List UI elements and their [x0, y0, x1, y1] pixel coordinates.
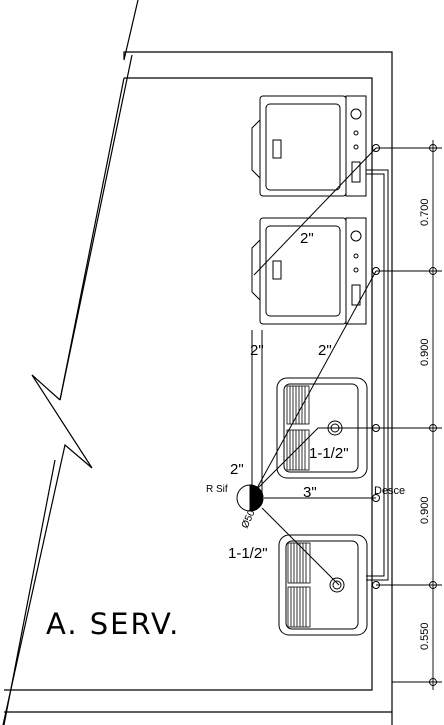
note-rsif: R Sif: [206, 484, 228, 495]
pipe-upper-diag: [253, 147, 377, 276]
stack-wall: [251, 330, 263, 510]
note-desce: Desce: [374, 485, 405, 497]
pipe-label-6: 3": [303, 484, 317, 501]
machine-lower: [251, 217, 367, 325]
tank-lower: [278, 534, 368, 636]
pipe-label-1: 2": [300, 230, 314, 247]
pipe-tank-lower: [261, 507, 340, 586]
connection-points: [372, 144, 380, 589]
stack-siphon: [236, 484, 264, 512]
room-label: A. SERV.: [46, 607, 180, 641]
pipe-mid-diag: [255, 270, 377, 491]
dimension-3: 0.900: [419, 496, 431, 524]
dimension-lines: [376, 140, 442, 690]
inner-wall: [4, 77, 373, 691]
walls: [2, 0, 393, 725]
pipe-label-2: 2": [250, 342, 264, 359]
dimension-4: 0.550: [419, 622, 431, 650]
wall-rail: [366, 169, 389, 581]
pipe-label-3: 2": [318, 342, 332, 359]
dimension-2: 0.900: [419, 338, 431, 366]
machine-upper: [251, 95, 367, 197]
note-diameter: Ø50: [240, 508, 258, 530]
pipe-tank-upper: [255, 427, 376, 491]
pipe-label-4: 1-1/2": [309, 445, 349, 462]
drain-pipes: [253, 147, 377, 586]
outer-wall: [123, 0, 393, 725]
pipe-label-5: 2": [230, 461, 244, 478]
pipe-label-7: 1-1/2": [228, 545, 268, 562]
inner-wall-left: [3, 77, 125, 725]
dimension-1: 0.700: [419, 198, 431, 226]
